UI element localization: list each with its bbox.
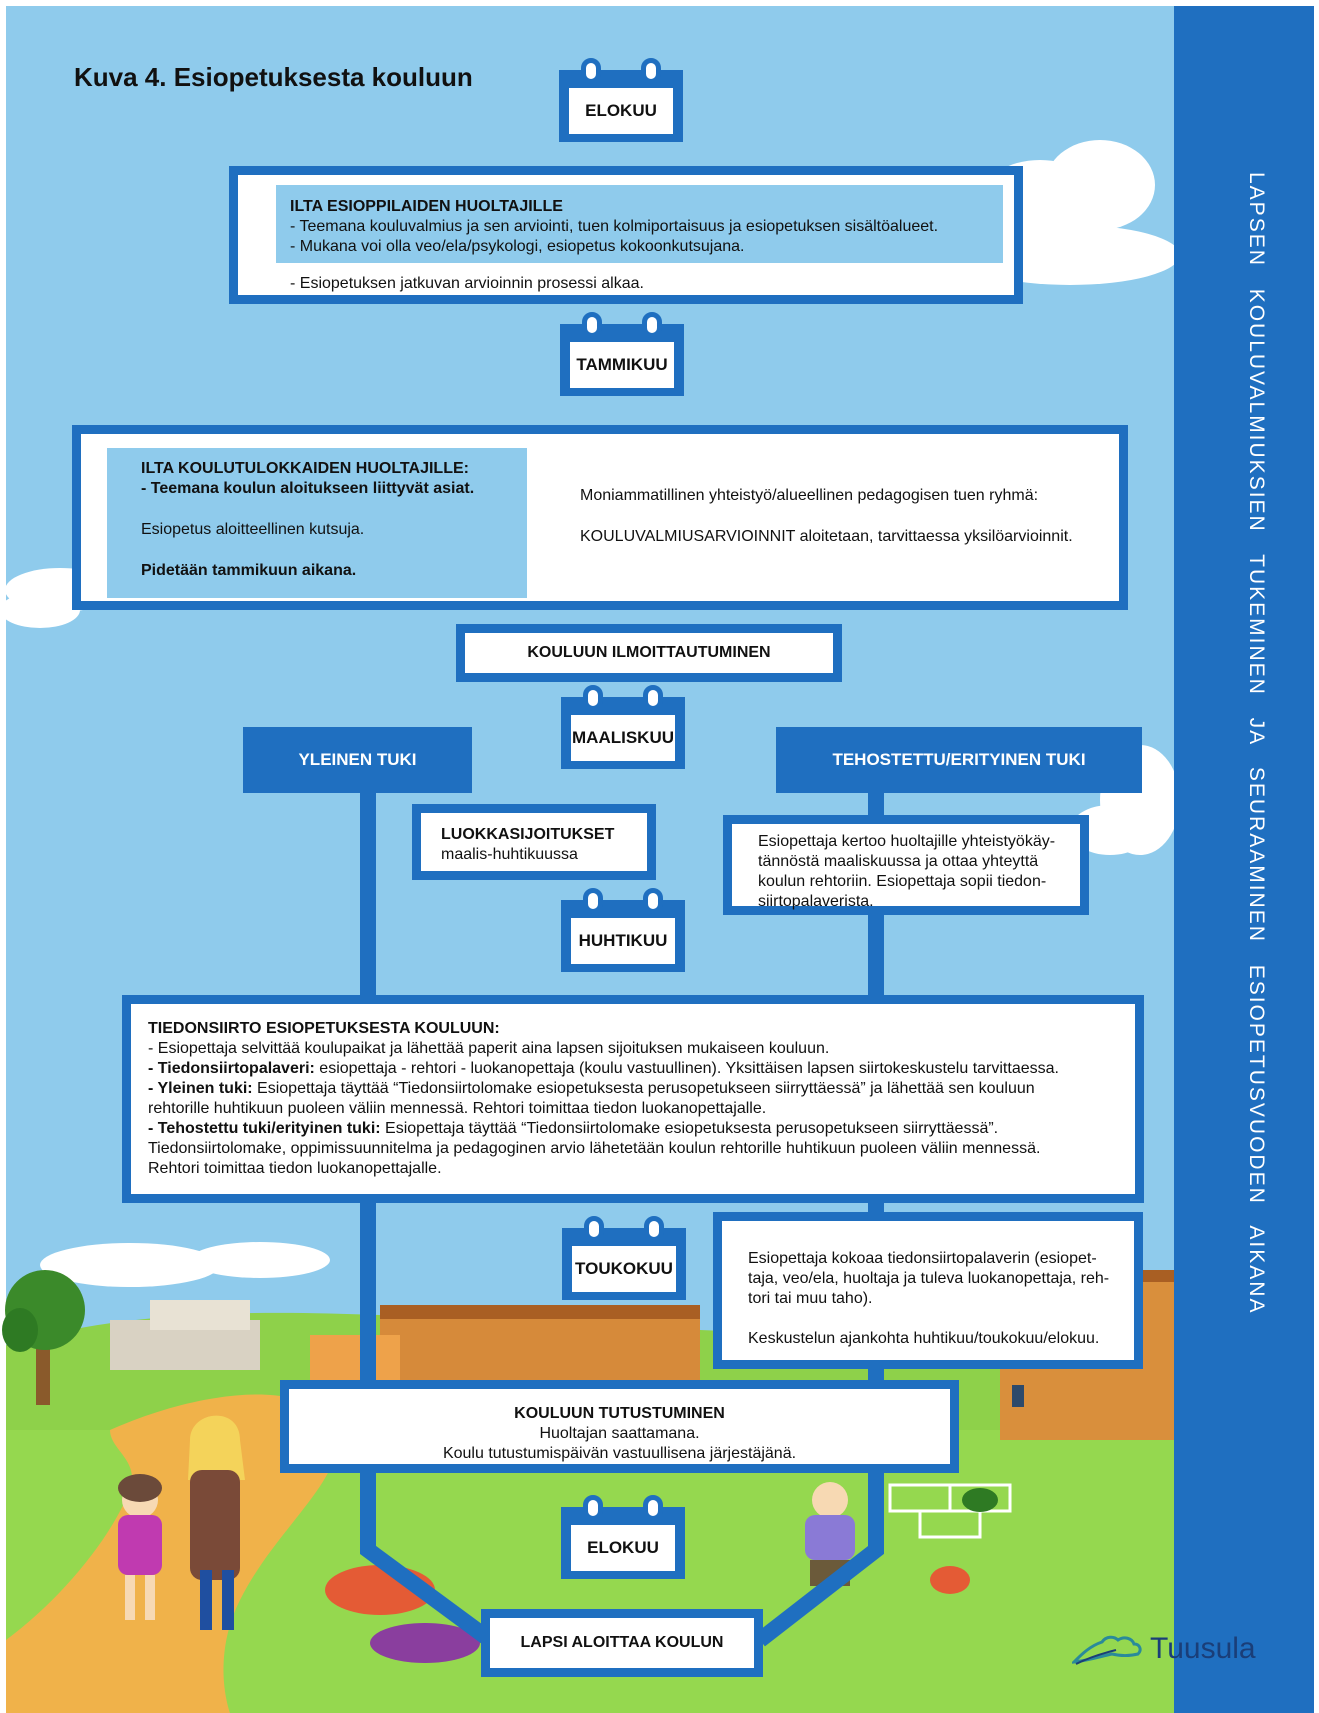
ilta-koulutulokkaat-box: ILTA KOULUTULOKKAIDEN HUOLTAJILLE: - Tee… bbox=[72, 425, 1128, 610]
ilta-esioppilaat-line2: - Mukana voi olla veo/ela/psykologi, esi… bbox=[290, 238, 745, 255]
tiedonsiirto-line6: Tiedonsiirtolomake, oppimissuunnitelma j… bbox=[148, 1140, 1041, 1157]
tiedonsiirto-line1: - Esiopettaja selvittää koulupaikat ja l… bbox=[148, 1040, 830, 1057]
tuusula-logo: Tuusula bbox=[1072, 1632, 1256, 1666]
kokoaa-line3: tori tai muu taho). bbox=[748, 1290, 873, 1307]
logo-text: Tuusula bbox=[1150, 1632, 1256, 1665]
calendar-toukokuu-icon: TOUKOKUU bbox=[562, 1216, 686, 1300]
tehostettu-line4: siirtopalaverista. bbox=[758, 893, 874, 910]
calendar-label: ELOKUU bbox=[571, 1525, 675, 1571]
tehostettu-info-box: Esiopettaja kertoo huoltajille yhteistyö… bbox=[723, 815, 1089, 915]
calendar-huhtikuu-icon: HUHTIKUU bbox=[561, 888, 685, 972]
ilta-esioppilaat-line1: - Teemana kouluvalmius ja sen arviointi,… bbox=[290, 218, 939, 235]
ilta-esioppilaat-line3: - Esiopetuksen jatkuvan arvioinnin prose… bbox=[290, 275, 644, 292]
tutustuminen-box: KOULUUN TUTUSTUMINEN Huoltajan saattaman… bbox=[280, 1380, 959, 1473]
tiedonsiirto-line4: rehtorille huhtikuun puoleen väliin menn… bbox=[148, 1100, 767, 1117]
tiedonsiirto-heading: TIEDONSIIRTO ESIOPETUKSESTA KOULUUN: bbox=[148, 1020, 500, 1037]
child-figure-icon bbox=[118, 1415, 855, 1630]
ilta-koulutulokkaat-line1: - Teemana koulun aloitukseen liittyvät a… bbox=[141, 480, 475, 497]
luokkasijoitukset-sub: maalis-huhtikuussa bbox=[441, 846, 578, 863]
kokoaa-line1: Esiopettaja kokoaa tiedonsiirtopalaverin… bbox=[748, 1250, 1097, 1267]
calendar-label: TAMMIKUU bbox=[570, 342, 674, 388]
ilta-koulutulokkaat-heading: ILTA KOULUTULOKKAIDEN HUOLTAJILLE: bbox=[141, 460, 469, 477]
calendar-label: MAALISKUU bbox=[571, 715, 675, 761]
tutustuminen-heading: KOULUUN TUTUSTUMINEN bbox=[514, 1405, 725, 1422]
luokkasijoitukset-heading: LUOKKASIJOITUKSET bbox=[441, 826, 615, 843]
tiedonsiirto-line2: - Tiedonsiirtopalaveri: esiopettaja - re… bbox=[148, 1060, 1059, 1077]
calendar-label: TOUKOKUU bbox=[572, 1246, 676, 1292]
aloittaa-box: LAPSI ALOITTAA KOULUN bbox=[481, 1609, 763, 1677]
calendar-label: HUHTIKUU bbox=[571, 918, 675, 964]
tiedonsiirto-box: TIEDONSIIRTO ESIOPETUKSESTA KOULUUN: - E… bbox=[122, 995, 1144, 1203]
ilta-koulutulokkaat-line3: Pidetään tammikuun aikana. bbox=[141, 562, 357, 579]
calendar-maaliskuu-icon: MAALISKUU bbox=[561, 685, 685, 769]
kokoaa-line4: Keskustelun ajankohta huhtikuu/toukokuu/… bbox=[748, 1330, 1100, 1347]
sidebar-band bbox=[1174, 6, 1314, 1713]
tuusula-leaf-icon bbox=[1072, 1635, 1142, 1665]
tutustuminen-line2: Koulu tutustumispäivän vastuullisena jär… bbox=[442, 1445, 797, 1462]
sidebar-text: LAPSEN KOULUVALMIUKSIEN TUKEMINEN JA SEU… bbox=[1245, 172, 1268, 1315]
tehostettu-tuki-header: TEHOSTETTU/ERITYINEN TUKI bbox=[776, 727, 1142, 793]
tehostettu-line1: Esiopettaja kertoo huoltajille yhteistyö… bbox=[758, 833, 1056, 850]
ilmoittautuminen-box: KOULUUN ILMOITTAUTUMINEN bbox=[456, 624, 842, 682]
yleinen-tuki-header: YLEINEN TUKI bbox=[243, 727, 472, 793]
page-title: Kuva 4. Esiopetuksesta kouluun bbox=[74, 62, 473, 92]
ilta-esioppilaat-heading: ILTA ESIOPPILAIDEN HUOLTAJILLE bbox=[290, 198, 563, 215]
kokoaa-line2: taja, veo/ela, huoltaja ja tuleva luokan… bbox=[748, 1270, 1110, 1287]
moniammatillinen-text: Moniammatillinen yhteistyö/alueellinen p… bbox=[580, 487, 1039, 504]
tiedonsiirto-line5: - Tehostettu tuki/erityinen tuki: Esiope… bbox=[148, 1120, 999, 1137]
ilta-koulutulokkaat-line2: Esiopetus aloitteellinen kutsuja. bbox=[141, 521, 365, 538]
ilta-esioppilaat-box: ILTA ESIOPPILAIDEN HUOLTAJILLE - Teemana… bbox=[229, 166, 1023, 304]
aloittaa-label: LAPSI ALOITTAA KOULUN bbox=[520, 1634, 724, 1651]
calendar-tammikuu-icon: TAMMIKUU bbox=[560, 312, 684, 396]
tutustuminen-line1: Huoltajan saattamana. bbox=[539, 1425, 700, 1442]
ilmoittautuminen-label: KOULUUN ILMOITTAUTUMINEN bbox=[527, 644, 771, 661]
calendar-elokuu-bottom-icon: ELOKUU bbox=[561, 1495, 685, 1579]
kouluvalmiusarvioinnit-text: KOULUVALMIUSARVIOINNIT aloitetaan, tarvi… bbox=[580, 528, 1073, 545]
tehostettu-line3: koulun rehtoriin. Esiopettaja sopii tied… bbox=[758, 873, 1047, 890]
tiedonsiirto-line7: Rehtori toimittaa tiedon luokanopettajal… bbox=[148, 1160, 442, 1177]
calendar-label: ELOKUU bbox=[569, 88, 673, 134]
calendar-elokuu-top-icon: ELOKUU bbox=[559, 58, 683, 142]
tehostettu-line2: tännöstä maaliskuussa ja ottaa yhteyttä bbox=[758, 853, 1039, 870]
tiedonsiirto-line3: - Yleinen tuki: Esiopettaja täyttää “Tie… bbox=[148, 1080, 1035, 1097]
tiedonsiirtopalaveri-box: Esiopettaja kokoaa tiedonsiirtopalaverin… bbox=[713, 1212, 1143, 1369]
luokkasijoitukset-box: LUOKKASIJOITUKSET maalis-huhtikuussa bbox=[412, 804, 656, 880]
